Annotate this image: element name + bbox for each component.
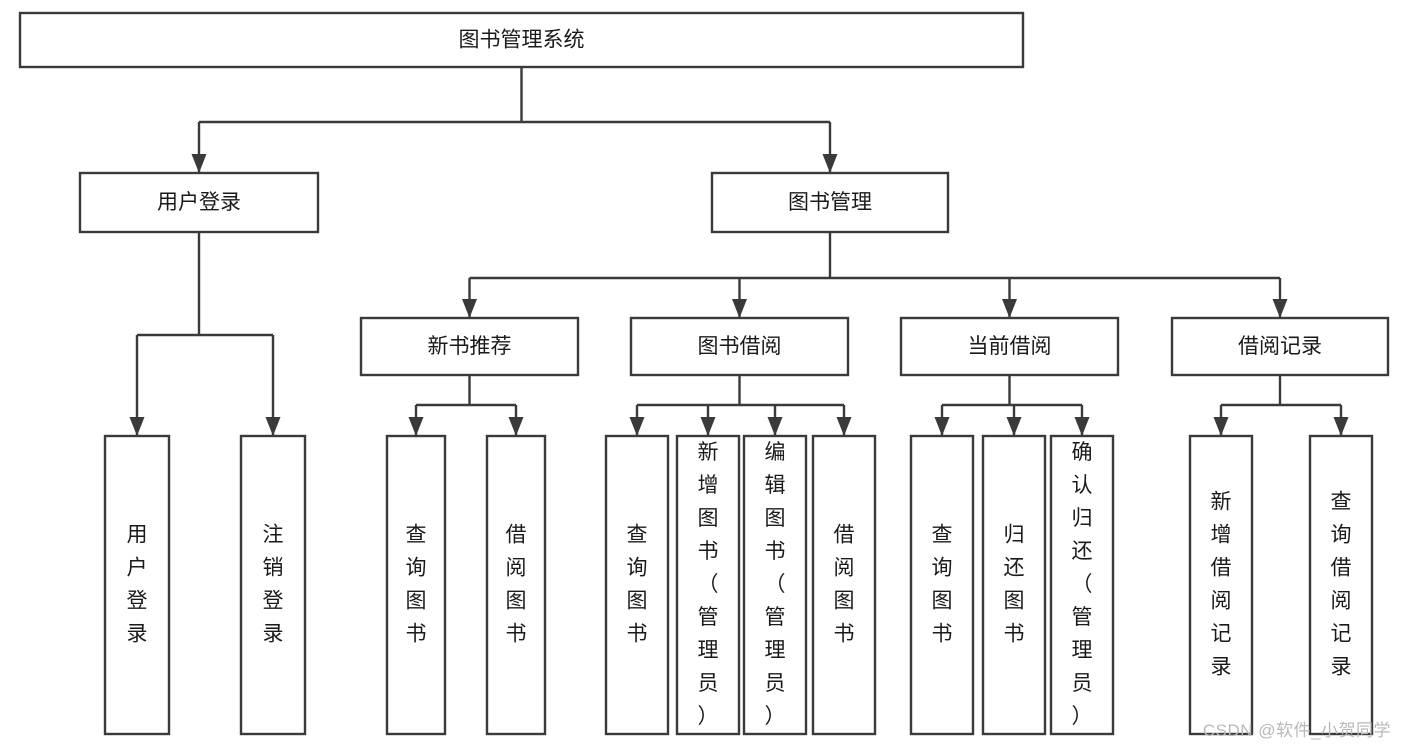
- arrow-head-icon: [822, 154, 838, 173]
- node-label-book-borrow: 图书借阅: [698, 335, 782, 358]
- node-box-leaf-query-book-2[interactable]: [604, 434, 670, 736]
- arrow-head-icon: [732, 299, 747, 318]
- node-box-current-borrow[interactable]: [899, 316, 1120, 377]
- arrow-head-icon: [1213, 417, 1229, 436]
- arrow-head-icon: [1272, 299, 1288, 318]
- node-book-borrow[interactable]: 图书借阅: [629, 316, 850, 377]
- node-user-login[interactable]: 用户登录: [78, 171, 320, 234]
- node-book-manage[interactable]: 图书管理: [710, 171, 950, 234]
- node-leaf-borrow-book-2[interactable]: 借阅图书: [811, 434, 877, 736]
- node-box-leaf-user-login[interactable]: [103, 434, 171, 736]
- node-label-leaf-user-logout: 注销登录: [263, 523, 284, 645]
- arrow-head-icon: [1002, 299, 1017, 318]
- node-label-leaf-return-book: 归还图书: [1004, 523, 1025, 645]
- node-leaf-confirm-return[interactable]: 确认归还（管理员）: [1049, 434, 1115, 736]
- edge-group-book_borrow: [629, 375, 852, 436]
- node-box-leaf-confirm-return[interactable]: [1049, 434, 1115, 736]
- node-leaf-query-book-2[interactable]: 查询图书: [604, 434, 670, 736]
- node-leaf-edit-book[interactable]: 编辑图书（管理员）: [742, 434, 808, 736]
- edge-group-borrow_record: [1213, 375, 1349, 436]
- node-label-user-login: 用户登录: [157, 191, 241, 214]
- node-label-new-book-rec: 新书推荐: [428, 335, 512, 358]
- node-new-book-rec[interactable]: 新书推荐: [359, 316, 580, 377]
- node-box-leaf-query-record[interactable]: [1308, 434, 1374, 736]
- arrow-head-icon: [700, 417, 716, 436]
- node-leaf-query-book-3[interactable]: 查询图书: [909, 434, 975, 736]
- arrow-head-icon: [1333, 417, 1349, 436]
- node-current-borrow[interactable]: 当前借阅: [899, 316, 1120, 377]
- node-box-borrow-record[interactable]: [1170, 316, 1390, 377]
- node-label-leaf-borrow-book-2: 借阅图书: [834, 523, 855, 645]
- arrow-head-icon: [265, 417, 281, 436]
- node-box-book-manage[interactable]: [710, 171, 950, 234]
- arrow-head-icon: [191, 154, 207, 173]
- node-leaf-user-login[interactable]: 用户登录: [103, 434, 171, 736]
- node-label-leaf-borrow-book-1: 借阅图书: [506, 523, 527, 645]
- node-label-leaf-query-book-1: 查询图书: [406, 523, 427, 645]
- arrow-head-icon: [508, 417, 524, 436]
- node-label-leaf-query-record: 查询借阅记录: [1331, 490, 1352, 678]
- node-label-leaf-query-book-2: 查询图书: [627, 523, 648, 645]
- node-box-leaf-query-book-3[interactable]: [909, 434, 975, 736]
- edge-group-user_login: [129, 232, 281, 436]
- node-label-root: 图书管理系统: [459, 29, 585, 52]
- edge-group-new_book_rec: [408, 375, 524, 436]
- node-box-leaf-add-record[interactable]: [1188, 434, 1254, 736]
- node-label-leaf-confirm-return: 确认归还（管理员）: [1072, 441, 1093, 728]
- node-box-root[interactable]: [18, 11, 1025, 69]
- node-box-leaf-user-logout[interactable]: [239, 434, 307, 736]
- arrow-head-icon: [129, 417, 145, 436]
- edge-group-current_borrow: [934, 375, 1090, 436]
- node-box-leaf-borrow-book-1[interactable]: [485, 434, 547, 736]
- arrow-head-icon: [408, 417, 424, 436]
- arrow-head-icon: [1006, 417, 1022, 436]
- arrow-head-icon: [629, 417, 645, 436]
- node-box-leaf-add-book[interactable]: [675, 434, 741, 736]
- node-box-user-login[interactable]: [78, 171, 320, 234]
- node-label-leaf-add-book: 新增图书（管理员）: [698, 441, 719, 728]
- node-root[interactable]: 图书管理系统: [18, 11, 1025, 69]
- node-leaf-query-record[interactable]: 查询借阅记录: [1308, 434, 1374, 736]
- edge-group-book_manage: [462, 232, 1288, 318]
- node-leaf-add-record[interactable]: 新增借阅记录: [1188, 434, 1254, 736]
- node-label-borrow-record: 借阅记录: [1238, 335, 1322, 358]
- node-label-book-manage: 图书管理: [788, 191, 872, 214]
- node-label-current-borrow: 当前借阅: [968, 335, 1052, 358]
- arrow-head-icon: [767, 417, 783, 436]
- node-label-leaf-query-book-3: 查询图书: [932, 523, 953, 645]
- nodes-layer: 图书管理系统用户登录图书管理新书推荐图书借阅当前借阅借阅记录用户登录注销登录查询…: [18, 11, 1390, 736]
- connectors-layer: [129, 67, 1349, 436]
- arrow-head-icon: [934, 417, 950, 436]
- node-box-book-borrow[interactable]: [629, 316, 850, 377]
- node-box-leaf-edit-book[interactable]: [742, 434, 808, 736]
- node-leaf-query-book-1[interactable]: 查询图书: [385, 434, 447, 736]
- node-box-new-book-rec[interactable]: [359, 316, 580, 377]
- node-leaf-return-book[interactable]: 归还图书: [981, 434, 1047, 736]
- arrow-head-icon: [836, 417, 852, 436]
- csdn-watermark: CSDN @软件_小贺同学: [1202, 721, 1391, 740]
- node-leaf-add-book[interactable]: 新增图书（管理员）: [675, 434, 741, 736]
- edge-group-root: [191, 67, 838, 173]
- node-box-leaf-return-book[interactable]: [981, 434, 1047, 736]
- node-label-leaf-edit-book: 编辑图书（管理员）: [765, 441, 786, 728]
- arrow-head-icon: [462, 299, 477, 318]
- node-leaf-user-logout[interactable]: 注销登录: [239, 434, 307, 736]
- arrow-head-icon: [1074, 417, 1090, 436]
- node-leaf-borrow-book-1[interactable]: 借阅图书: [485, 434, 547, 736]
- node-borrow-record[interactable]: 借阅记录: [1170, 316, 1390, 377]
- node-label-leaf-add-record: 新增借阅记录: [1211, 490, 1232, 678]
- node-box-leaf-borrow-book-2[interactable]: [811, 434, 877, 736]
- node-box-leaf-query-book-1[interactable]: [385, 434, 447, 736]
- node-label-leaf-user-login: 用户登录: [127, 523, 148, 645]
